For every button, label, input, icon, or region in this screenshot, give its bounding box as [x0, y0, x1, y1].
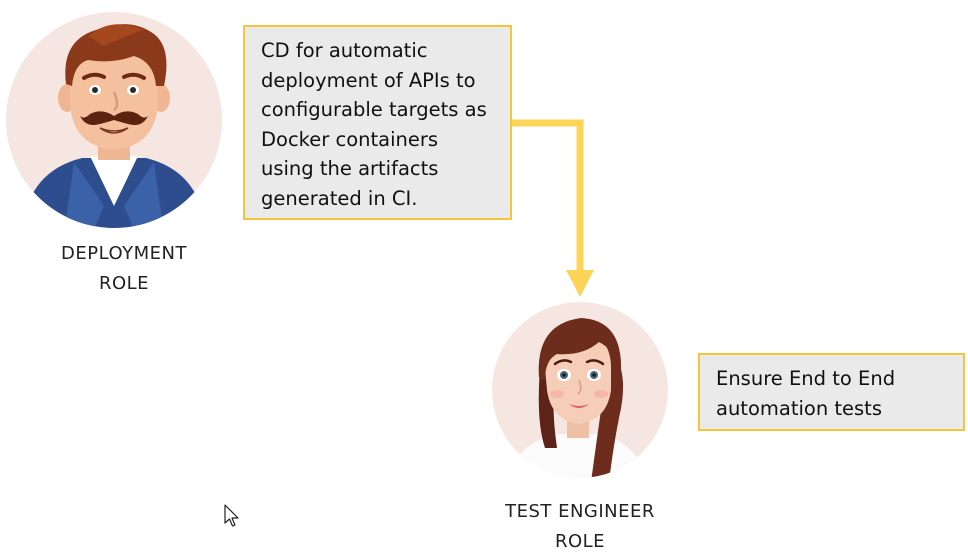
test-engineer-role-line-2: ROLE — [554, 531, 606, 552]
flow-arrow-line — [511, 119, 584, 272]
cd-callout: CD for automatic deployment of APIs to c… — [243, 25, 512, 220]
e2e-callout: Ensure End to End automation tests — [698, 353, 965, 431]
cd-callout-line-6: generated in CI. — [261, 186, 418, 210]
man-avatar-icon — [6, 12, 222, 228]
deployment-role-label: DEPLOYMENT ROLE — [24, 239, 224, 299]
cd-callout-line-2: deployment of APIs to — [261, 68, 476, 92]
deployment-role-line-2: ROLE — [98, 273, 150, 294]
cd-callout-line-5: using the artifacts — [261, 157, 439, 180]
woman-avatar-icon — [492, 302, 668, 478]
cd-callout-line-3: configurable targets as — [261, 98, 487, 121]
flow-arrowhead — [566, 270, 594, 297]
cd-callout-line-4: Docker containers — [261, 127, 439, 151]
deployment-role-line-1: DEPLOYMENT — [60, 243, 188, 264]
e2e-callout-line-1: Ensure End to End — [716, 367, 896, 390]
mouse-cursor-icon — [224, 504, 239, 527]
e2e-callout-line-2: automation tests — [716, 396, 882, 420]
cd-callout-line-1: CD for automatic — [261, 39, 428, 62]
test-engineer-role-label: TEST ENGINEER ROLE — [480, 497, 680, 557]
test-engineer-role-line-1: TEST ENGINEER — [505, 501, 655, 522]
